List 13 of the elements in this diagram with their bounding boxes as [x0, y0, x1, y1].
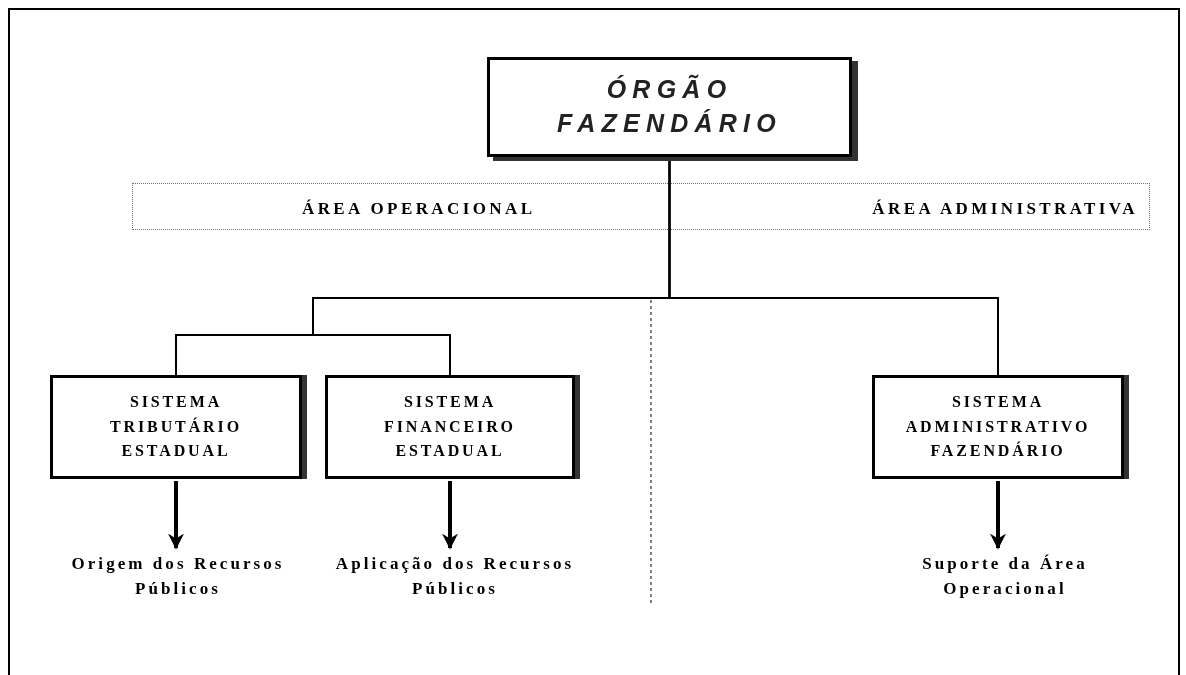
- title-text: ÓRGÃO FAZENDÁRIO: [556, 73, 783, 139]
- system-label: SISTEMA FINANCEIRO ESTADUAL: [383, 391, 517, 462]
- outcome-label: Origem dos Recursos Públicos: [70, 553, 286, 600]
- arrow: [442, 481, 458, 550]
- outcome-label: Suporte da Área Operacional: [921, 553, 1089, 600]
- outcome-label: Aplicação dos Recursos Públicos: [334, 553, 576, 600]
- system-label: SISTEMA ADMINISTRATIVO FAZENDÁRIO: [904, 391, 1092, 462]
- arrow: [990, 481, 1006, 550]
- area-label: ÁREA ADMINISTRATIVA: [872, 198, 1138, 220]
- area-label: ÁREA OPERACIONAL: [302, 198, 536, 220]
- system-label: SISTEMA TRIBUTÁRIO ESTADUAL: [109, 391, 243, 462]
- connector-line: [668, 159, 999, 376]
- arrow: [168, 481, 184, 550]
